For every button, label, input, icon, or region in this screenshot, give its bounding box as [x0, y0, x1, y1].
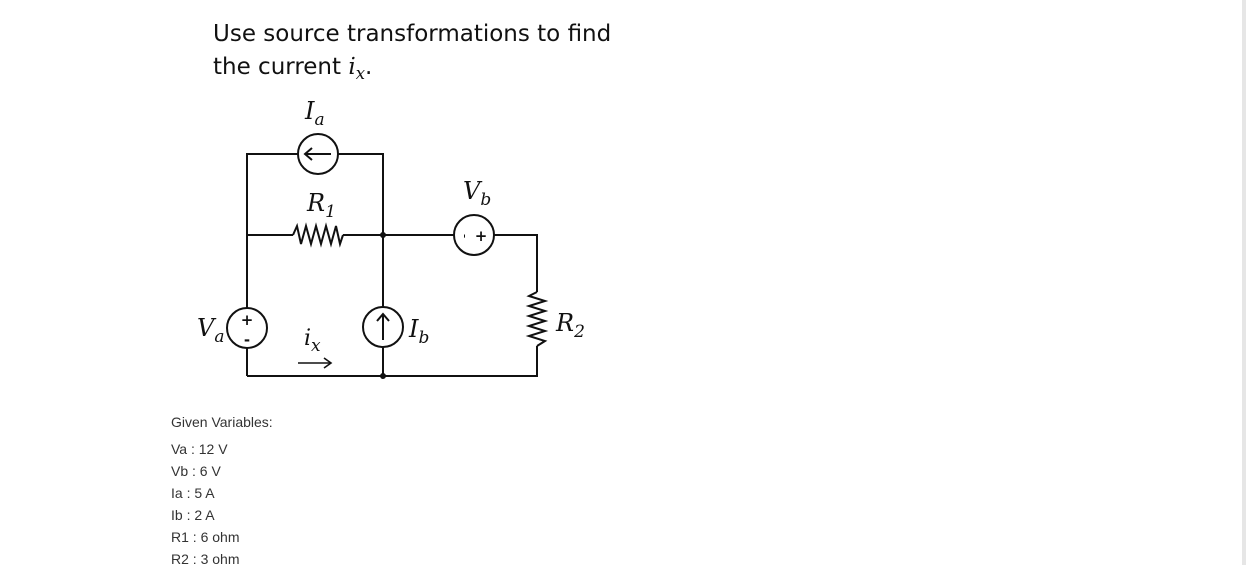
given-variable-row: Ia : 5 A	[171, 485, 215, 501]
wire-vb-right	[494, 234, 538, 292]
given-variable-row: Va : 12 V	[171, 441, 228, 457]
vb-minus-sign: -	[458, 234, 472, 238]
label-ix: ix	[304, 326, 321, 356]
problem-line-2-suffix: .	[365, 54, 373, 80]
right-edge-divider	[1242, 0, 1246, 565]
given-variable-row: R1 : 6 ohm	[171, 529, 240, 545]
label-vb: Vb	[463, 177, 491, 210]
wires	[246, 153, 538, 377]
va-plus-sign: +	[241, 311, 254, 329]
label-ib: Ib	[408, 315, 429, 348]
given-variables-heading: Given Variables:	[171, 414, 273, 430]
given-variable-row: R2 : 3 ohm	[171, 551, 240, 567]
given-variables: Given Variables: Va : 12 V Vb : 6 V Ia :…	[171, 413, 273, 570]
junction-dot-bottom	[380, 373, 386, 379]
current-variable: ix	[348, 54, 366, 83]
label-r1: R1	[306, 189, 336, 222]
va-minus-sign: -	[244, 331, 250, 349]
ix-direction-arrow-icon	[298, 357, 333, 369]
junction-dot-top	[380, 232, 386, 238]
label-va: Va	[197, 314, 224, 347]
problem-statement: Use source transformations to find the c…	[213, 18, 633, 90]
current-source-ib-icon	[362, 306, 404, 348]
resistor-r1-icon	[292, 222, 344, 248]
wire-top-right	[338, 153, 384, 235]
problem-line-2: the current ix.	[213, 51, 633, 90]
label-r2: R2	[555, 309, 585, 342]
wire-top-left	[246, 153, 298, 235]
given-variable-row: Vb : 6 V	[171, 463, 221, 479]
problem-line-2-prefix: the current	[213, 54, 349, 80]
resistor-r2-icon	[525, 291, 549, 347]
label-ia: Ia	[304, 97, 325, 130]
problem-line-1: Use source transformations to find	[213, 21, 612, 47]
current-source-ia-icon	[297, 133, 339, 175]
wire-bottom	[247, 375, 538, 377]
given-variable-row: Ib : 2 A	[171, 507, 215, 523]
vb-plus-sign: +	[475, 227, 488, 245]
voltage-source-va-icon: + -	[226, 307, 268, 349]
voltage-source-vb-icon: - +	[453, 214, 495, 256]
